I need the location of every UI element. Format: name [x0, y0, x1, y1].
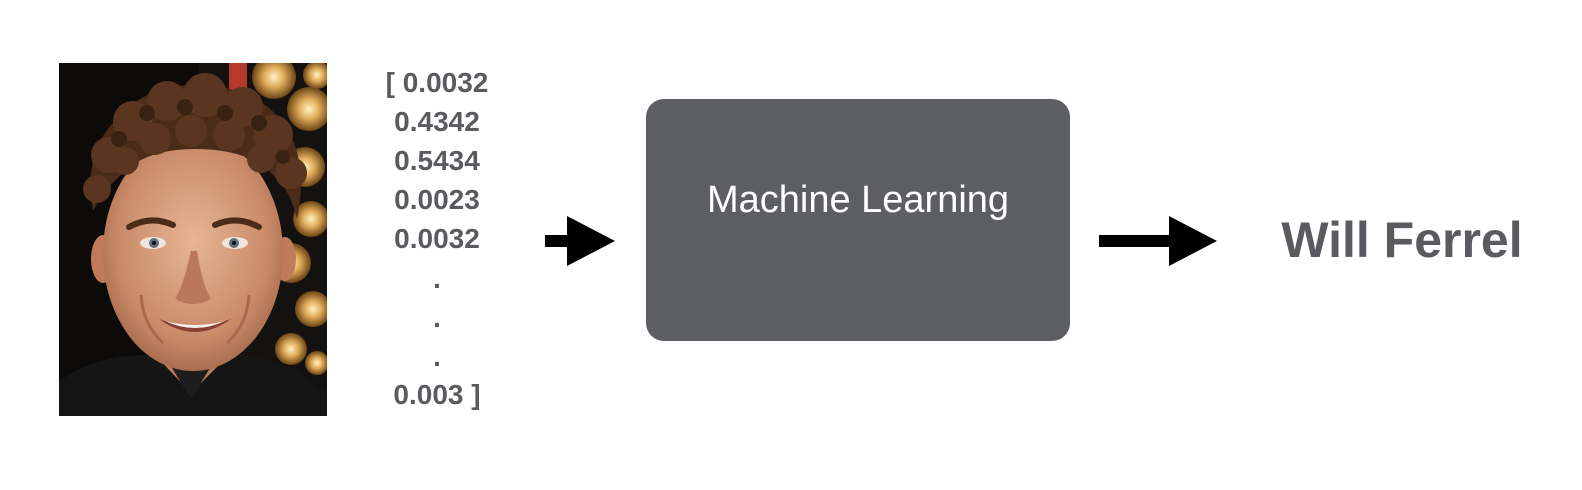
vector-value: 0.0032 [394, 223, 480, 254]
right-arrow-icon [1099, 216, 1217, 266]
vector-ellipsis-dot: . [433, 341, 441, 372]
prediction-label: Will Ferrel [1281, 212, 1523, 268]
vector-value: 0.5434 [394, 145, 480, 176]
vector-value: 0.0023 [394, 184, 480, 215]
machine-learning-label: Machine Learning [706, 178, 1010, 221]
right-arrow-icon [545, 216, 615, 266]
face-photo [59, 63, 327, 416]
vector-ellipsis-dot: . [433, 263, 441, 294]
vector-value: 0.4342 [394, 106, 480, 137]
machine-learning-box: Machine Learning [646, 99, 1070, 341]
vector-value: [ 0.0032 [385, 67, 489, 98]
vector-ellipsis-dot: . [433, 302, 441, 333]
vector-value: 0.003 ] [393, 379, 481, 410]
